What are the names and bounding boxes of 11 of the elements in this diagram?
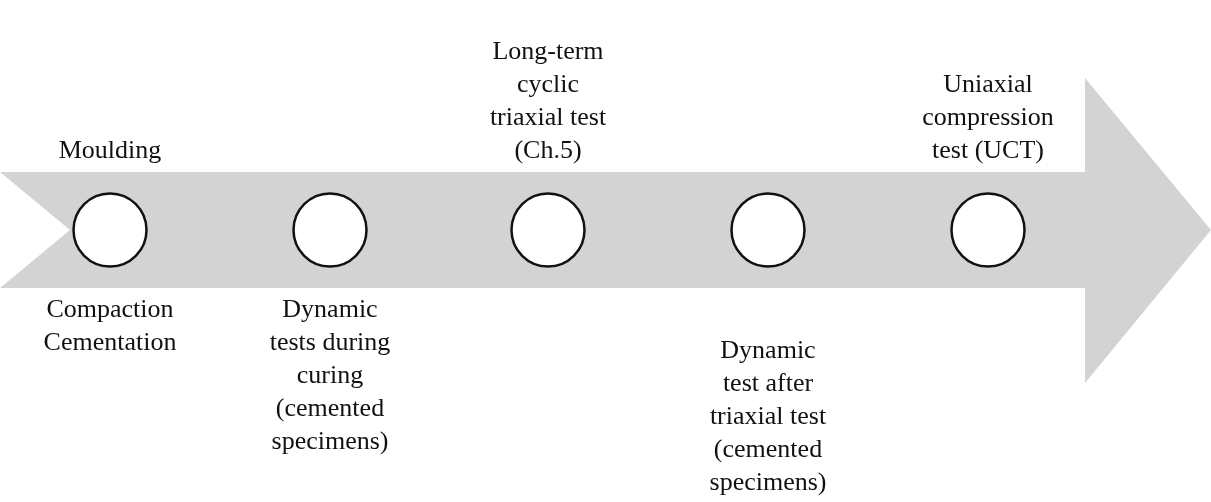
stage-label: Moulding [57,134,163,166]
stage-circle [730,192,806,268]
stage-label: Compaction Cementation [42,293,178,358]
stage-label: Uniaxial compression test (UCT) [921,68,1055,166]
stage-label: Dynamic tests during curing (cemented specimens) [268,293,392,457]
stage-label: Long-term cyclic triaxial test (Ch.5) [488,35,608,166]
stage-label: Dynamic test after triaxial test (cemented specimens) [708,334,828,498]
stage-circle [292,192,368,268]
stage-circle [72,192,148,268]
stage-circle [950,192,1026,268]
stage-circle [510,192,586,268]
